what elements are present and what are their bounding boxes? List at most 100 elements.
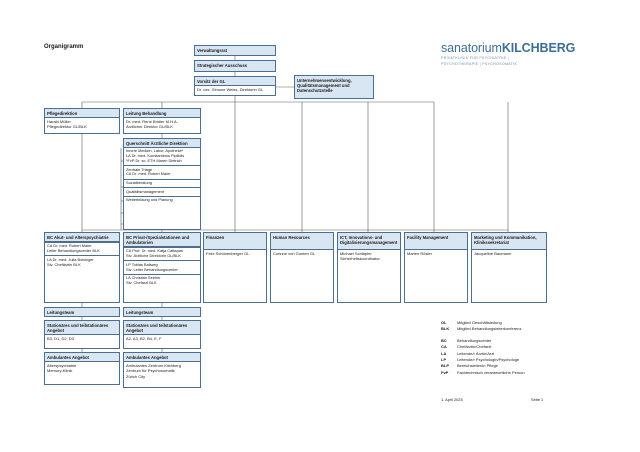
querschnitt-item-line: CA Dr. med. Robert Maier — [126, 171, 171, 177]
person-name: LA Dr. med. Julia Bolsinger — [47, 256, 94, 262]
legend-key: GL — [441, 320, 447, 325]
logo-subtitle-2: PSYCHOTHERAPIE | PSYCHOSOMATIK — [441, 61, 518, 66]
facility-title: Facility Management — [405, 233, 467, 250]
person-name: LP Tobias Ballweg — [126, 261, 158, 267]
akut-ambulant-title: Ambulantes Angebot — [45, 353, 119, 362]
bc-privat-box: BC Privat-/Spezialstationen und Ambulato… — [123, 232, 201, 303]
akut-stationen-box: Stationäres und teilstationäres Angebot … — [44, 320, 120, 349]
finanzen-name: Felix Schönenberger GL — [206, 251, 250, 257]
querschnitt-item-title: Innere Medizin, Labor, Apotheke* — [126, 148, 184, 154]
marketing-title: Marketing und Kommunikation, Klinikssekr… — [472, 233, 546, 250]
gl-name: Dr. oec. Simone Weiss, Direktorin GL — [197, 87, 264, 93]
akut-ambulant-item: Alterspsychiatrie — [47, 363, 77, 369]
ict-name: Michael Schläpfer — [340, 251, 372, 257]
legend-key: CA — [441, 344, 447, 350]
querschnitt-item-title: Weiterbildung und Planung — [126, 197, 173, 203]
legend-value: Leitende/r Psychologin/Psychologe — [457, 357, 520, 363]
privat-ambulant-item: Zentrum für Psychosomatik — [126, 368, 175, 374]
hr-box: Human Resources Corinne von Gunten GL — [270, 232, 334, 303]
legend-key: BC — [441, 337, 447, 343]
facility-box: Facility Management Marlen Rösler — [404, 232, 468, 303]
legend-value: Fachtechnisch verantwortliche Person — [457, 369, 525, 375]
akut-stationen-title: Stationäres und teilstationäres Angebot — [45, 321, 119, 335]
pflegedirektion-box: Pflegedirektion Harald Müller Pflegedire… — [44, 108, 120, 134]
akut-ambulant-item: Memory-Klinik — [47, 368, 73, 374]
legend-value: Mitglied Behandlungsleiterkonferenz — [457, 326, 522, 332]
hr-title: Human Resources — [271, 233, 333, 250]
akut-leitungsteam-box: Leitungsteam — [44, 307, 120, 317]
querschnitt-list: Innere Medizin, Labor, Apotheke* LA Dr. … — [124, 148, 200, 204]
finanzen-box: Finanzen Felix Schönenberger GL — [203, 232, 267, 303]
legend-key: BLP — [441, 363, 449, 369]
querschnitt-item-line: LA Dr. med. Konstantinos Pipilidis — [126, 153, 185, 159]
ausschuss-box: Strategischer Ausschuss — [194, 60, 276, 72]
stabsstelle-box: Unternehmensentwicklung, Qualitätsmanage… — [294, 75, 374, 99]
akut-stationen-list: B3, D1, D2, D3 — [47, 336, 74, 342]
person-role: Stv. Chefärztin BLK — [47, 261, 81, 267]
legend-item: BLP Bereichsleiter/in Pflege — [441, 363, 525, 369]
privat-leitungsteam-box: Leitungsteam — [123, 307, 201, 317]
gl-title: Vorsitz der GL — [195, 77, 275, 86]
privat-stationen-box: Stationäres und teilstationäres Angebot … — [123, 320, 201, 349]
pflege-role: Pflegedirektor GL/BLK — [47, 124, 87, 130]
legend-key: LP — [441, 357, 447, 363]
gl-box: Vorsitz der GL Dr. oec. Simone Weiss, Di… — [194, 76, 276, 96]
legend-key: FvP — [441, 369, 449, 375]
legend-value: Bereichsleiter/in Pflege — [457, 363, 498, 369]
marketing-box: Marketing und Kommunikation, Klinikssekr… — [471, 232, 547, 303]
akut-leitungsteam-label: Leitungsteam — [45, 308, 119, 316]
footer-date: 1. April 2025 — [441, 397, 463, 402]
akut-ambulant-box: Ambulantes Angebot Alterspsychiatrie Mem… — [44, 352, 120, 385]
privat-stationen-list: A2, A3, B2, B4, E, F — [126, 336, 162, 342]
bc-akut-box: BC Akut- und Alterspsychiatrie CA Dr. me… — [44, 232, 120, 303]
leitung-role: Ärztlicher Direktor GL/BLK — [126, 124, 173, 130]
privat-leitungsteam-label: Leitungsteam — [124, 308, 200, 316]
footer-page: Seite 1 — [531, 397, 544, 402]
legend-value: Mitglied Geschäftsleitung — [457, 320, 502, 325]
pflege-name: Harald Müller — [47, 119, 71, 125]
bc-akut-person: LA Dr. med. Julia Bolsinger Stv. Chefärz… — [45, 255, 119, 268]
privat-ambulant-item: Ambulantes Zentrum Kilchberg — [126, 363, 181, 369]
stabsstelle-label: Unternehmensentwicklung, Qualitätsmanage… — [295, 76, 373, 98]
verwaltungsrat-box: Verwaltungsrat — [194, 45, 276, 56]
marketing-name: Jacqueline Baumann — [474, 251, 512, 257]
legend-item: LP Leitende/r Psychologin/Psychologe — [441, 357, 525, 363]
finanzen-title: Finanzen — [204, 233, 266, 250]
leitung-behandlung-box: Leitung Behandlung Dr. med. René Bridler… — [123, 108, 201, 134]
bc-privat-title: BC Privat-/Spezialstationen und Ambulato… — [124, 233, 200, 247]
ict-role: Sicherheitskoordinator — [340, 256, 380, 262]
pflegedirektion-title: Pflegedirektion — [45, 109, 119, 118]
ict-title: ICT, Innovations- und Digitalisierungsma… — [338, 233, 400, 250]
person-role: Stv. Leiter Behandlungscenter — [126, 266, 178, 272]
person-name: CA Prof. Dr. med. Katja Cattapan — [126, 248, 184, 254]
querschnitt-item: Qualitätsmanagement — [124, 187, 200, 196]
querschnitt-item-title: Sozialberatung — [126, 179, 152, 185]
legend-item: GL Mitglied Geschäftsleitung — [441, 320, 525, 326]
person-role: Leiter Behandlungscenter BLK — [47, 248, 100, 254]
facility-name: Marlen Rösler — [407, 251, 432, 257]
privat-ambulant-item: Zürich City — [126, 373, 146, 379]
person-role: Stv. Chefarzt BLK — [126, 279, 157, 285]
querschnitt-item: Innere Medizin, Labor, Apotheke* LA Dr. … — [124, 148, 200, 165]
leitung-name: Dr. med. René Bridler M.H.A. — [126, 119, 178, 125]
querschnitt-title: Querschnitt Ärztliche Direktion — [124, 139, 200, 148]
querschnitt-item-title: Qualitätsmanagement — [126, 188, 165, 194]
bc-akut-title: BC Akut- und Alterspsychiatrie — [45, 233, 119, 242]
ict-box: ICT, Innovations- und Digitalisierungsma… — [337, 232, 401, 303]
bc-privat-person: LP Tobias Ballweg Stv. Leiter Behandlung… — [124, 260, 200, 273]
bc-privat-person: CA Prof. Dr. med. Katja Cattapan Stv. Är… — [124, 247, 200, 260]
logo-subtitle-1: PRIVATKLINIK FÜR PSYCHIATRIE | — [441, 56, 509, 60]
querschnitt-item-title: Zentrale Triage — [126, 166, 153, 172]
querschnitt-item: Sozialberatung — [124, 178, 200, 188]
legend-value: Leitende/r Ärztin/Arzt — [457, 350, 495, 356]
person-name: LA Christian Seeher — [126, 275, 161, 281]
querschnitt-item: Zentrale Triage CA Dr. med. Robert Maier — [124, 165, 200, 178]
logo: sanatoriumKILCHBERG PRIVATKLINIK FÜR PSY… — [441, 42, 575, 66]
querschnitt-item-line: *FvP Dr. sc. ETH Maren Dietrich — [126, 157, 182, 163]
verwaltungsrat-label: Verwaltungsrat — [195, 46, 275, 55]
person-role: Stv. Ärztliche Direktorin GL/BLK — [126, 253, 181, 259]
